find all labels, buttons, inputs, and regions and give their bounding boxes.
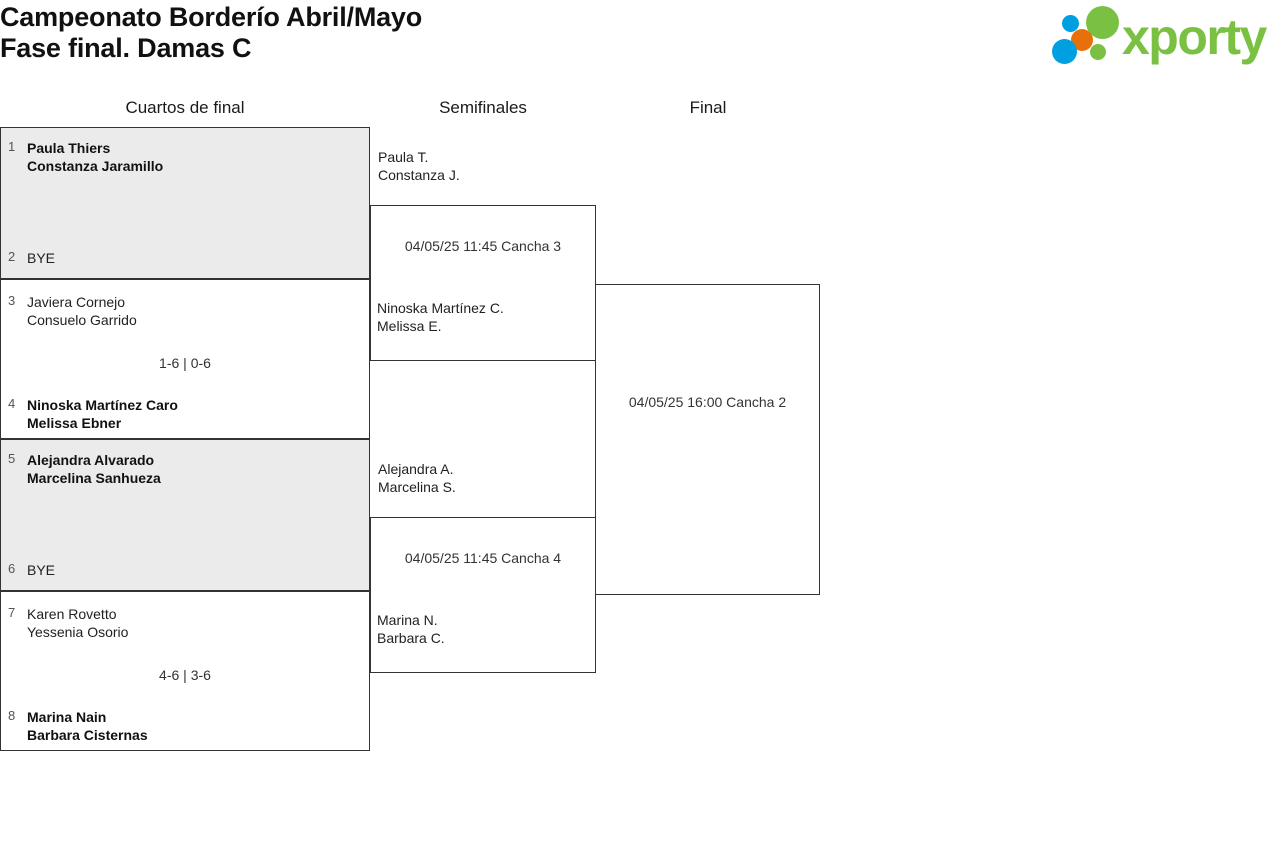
team-names: Alejandra A. Marcelina S.: [378, 461, 456, 495]
logo-wordmark: xporty: [1122, 9, 1267, 65]
connector-vertical-final: [595, 205, 596, 362]
seed-number: 4: [8, 396, 16, 411]
tournament-phase: Fase final. Damas C: [0, 33, 252, 63]
match-schedule: 04/05/25 11:45 Cancha 4: [404, 550, 562, 566]
match-quarterfinal-2[interactable]: 3 Javiera Cornejo Consuelo Garrido 1-6 |…: [0, 279, 370, 439]
logo-dot-green-small-icon: [1090, 44, 1106, 60]
match-quarterfinal-4[interactable]: 7 Karen Rovetto Yessenia Osorio 4-6 | 3-…: [0, 591, 370, 751]
team-names: Marina N. Barbara C.: [377, 612, 445, 646]
team-names: Ninoska Martínez C. Melissa E.: [377, 300, 504, 334]
team-names: Javiera Cornejo Consuelo Garrido: [27, 294, 137, 328]
seed-number: 3: [8, 293, 16, 308]
match-semifinal-1[interactable]: 04/05/25 11:45 Cancha 3 Ninoska Martínez…: [370, 205, 596, 361]
connector-vertical-sf1: [369, 127, 370, 284]
connector-vertical-sf2: [369, 439, 370, 596]
team-names: Ninoska Martínez Caro Melissa Ebner: [27, 397, 178, 431]
page-title: Campeonato Borderío Abril/Mayo Fase fina…: [0, 2, 422, 64]
page-header: Campeonato Borderío Abril/Mayo Fase fina…: [0, 0, 1280, 92]
logo-dot-blue-small-icon: [1062, 15, 1079, 32]
match-score: 4-6 | 3-6: [159, 667, 211, 683]
seed-number: 2: [8, 249, 16, 264]
logo-dots-icon: [1050, 4, 1126, 68]
match-score: 1-6 | 0-6: [159, 355, 211, 371]
team-names: Paula T. Constanza J.: [378, 149, 460, 183]
match-schedule: 04/05/25 16:00 Cancha 2: [628, 394, 787, 410]
seed-number: 5: [8, 451, 16, 466]
round-header-semifinals: Semifinales: [439, 98, 527, 117]
match-schedule: 04/05/25 11:45 Cancha 3: [404, 238, 562, 254]
logo-dot-orange-icon: [1071, 29, 1093, 51]
logo-dot-blue-large-icon: [1052, 39, 1077, 64]
match-semifinal-2[interactable]: 04/05/25 11:45 Cancha 4 Marina N. Barbar…: [370, 517, 596, 673]
team-names: BYE: [27, 250, 56, 266]
match-quarterfinal-1[interactable]: 1 Paula Thiers Constanza Jaramillo 2 BYE: [0, 127, 370, 279]
tournament-name: Campeonato Borderío Abril/Mayo: [0, 2, 423, 32]
seed-number: 1: [8, 139, 16, 154]
seed-number: 8: [8, 708, 16, 723]
match-quarterfinal-3[interactable]: 5 Alejandra Alvarado Marcelina Sanhueza …: [0, 439, 370, 591]
seed-number: 6: [8, 561, 16, 576]
seed-number: 7: [8, 605, 16, 620]
team-names: BYE: [27, 562, 56, 578]
match-final[interactable]: 04/05/25 16:00 Cancha 2: [595, 284, 820, 595]
xporty-logo[interactable]: xporty: [1050, 4, 1276, 70]
team-names: Alejandra Alvarado Marcelina Sanhueza: [27, 452, 161, 486]
team-names: Marina Nain Barbara Cisternas: [27, 709, 148, 743]
team-names: Paula Thiers Constanza Jaramillo: [27, 140, 164, 174]
round-header-final: Final: [689, 98, 727, 117]
round-header-quarterfinals: Cuartos de final: [125, 98, 245, 117]
team-names: Karen Rovetto Yessenia Osorio: [27, 606, 129, 640]
